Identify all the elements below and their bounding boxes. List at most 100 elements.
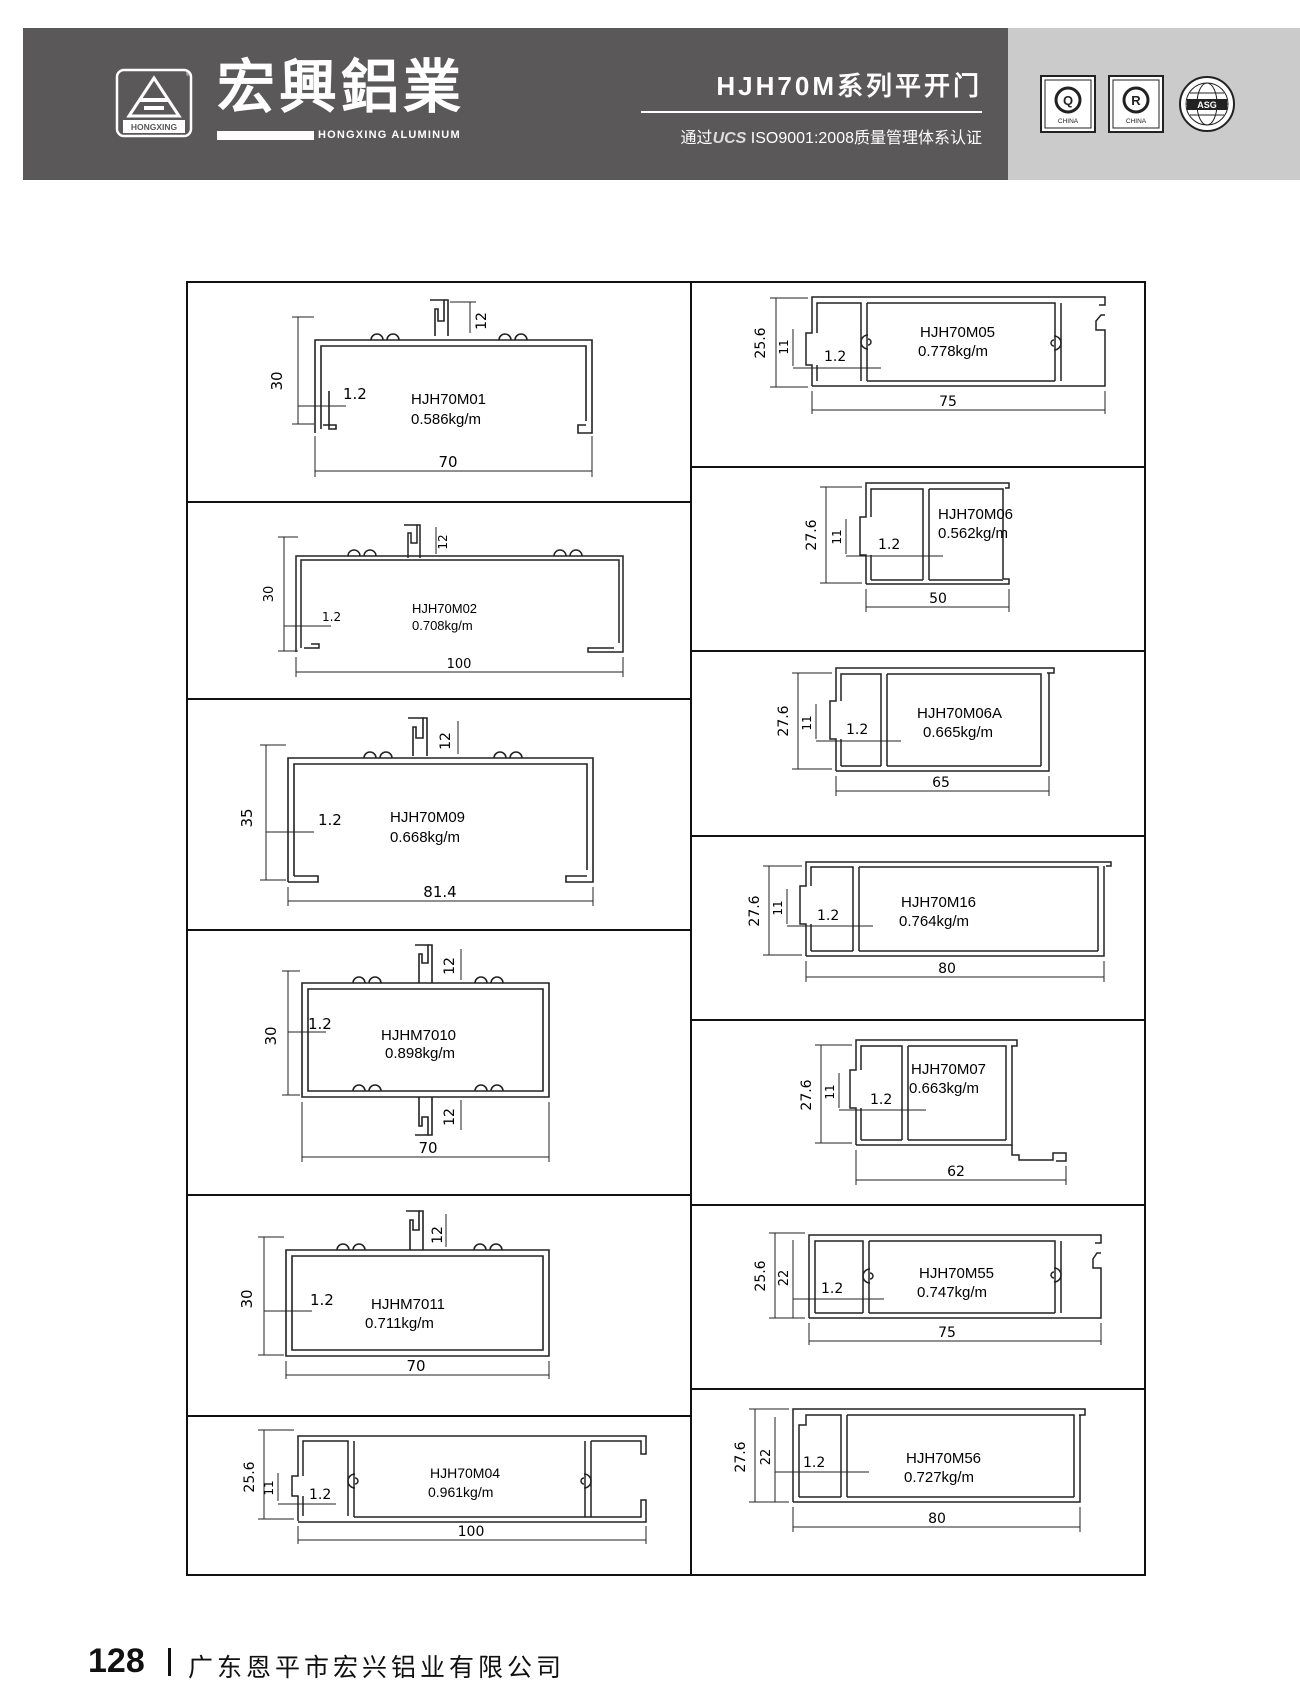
brand-underline xyxy=(217,131,314,140)
svg-text:11: 11 xyxy=(823,1084,837,1099)
svg-text:CHINA: CHINA xyxy=(1126,118,1147,125)
profile-width: 75 xyxy=(939,394,957,410)
svg-text:1.2: 1.2 xyxy=(824,349,846,365)
profile-code: HJH70M02 xyxy=(412,601,477,616)
profile-drawing-hjh70m55: 25.6 22 1.2 HJH70M55 0.747kg/m 75 xyxy=(753,1232,1102,1345)
svg-text:11: 11 xyxy=(262,1480,276,1495)
hongxing-emblem-icon: HONGXING ® xyxy=(115,68,193,138)
svg-text:25.6: 25.6 xyxy=(242,1461,258,1492)
svg-text:®: ® xyxy=(186,71,191,78)
footer-divider xyxy=(168,1648,171,1676)
svg-text:1.2: 1.2 xyxy=(803,1455,825,1471)
profile-catalog: 30 12 1.2 HJH70M01 0.586kg/m 70 xyxy=(186,281,1146,1576)
asg-globe-badge-icon: ASG xyxy=(1179,76,1235,132)
profile-cell-hjh70m55: 25.6 22 1.2 HJH70M55 0.747kg/m 75 xyxy=(691,1205,1145,1389)
header-band xyxy=(23,28,1008,180)
profile-cell-hjh70m01: 30 12 1.2 HJH70M01 0.586kg/m 70 xyxy=(186,281,691,502)
profile-drawing-hjh70m56: 27.6 22 1.2 HJH70M56 0.727kg/m 80 xyxy=(733,1408,1086,1532)
profile-width: 75 xyxy=(938,1325,956,1341)
svg-text:1.2: 1.2 xyxy=(870,1092,892,1108)
svg-text:27.6: 27.6 xyxy=(804,519,820,550)
profile-weight: 0.747kg/m xyxy=(917,1284,987,1301)
brand-name: 宏興鋁業 xyxy=(217,53,466,121)
profile-width: 81.4 xyxy=(423,883,456,901)
svg-text:1.2: 1.2 xyxy=(878,537,900,553)
profile-weight: 0.665kg/m xyxy=(923,724,993,741)
svg-text:CHINA: CHINA xyxy=(1058,118,1079,125)
profile-code: HJH70M06A xyxy=(917,705,1002,722)
profile-width: 70 xyxy=(418,1139,437,1157)
svg-text:25.6: 25.6 xyxy=(753,327,769,358)
profile-weight: 0.711kg/m xyxy=(365,1315,434,1332)
profile-drawing-hjh70m09: 35 12 1.2 HJH70M09 0.668kg/m 81.4 xyxy=(238,717,594,906)
profile-code: HJH70M07 xyxy=(911,1061,986,1078)
profile-width: 100 xyxy=(447,657,472,672)
profile-drawing-hjh70m06a: 27.6 11 1.2 HJH70M06A 0.665kg/m 65 xyxy=(776,667,1055,796)
svg-text:11: 11 xyxy=(800,715,814,730)
profile-code: HJHM7011 xyxy=(371,1296,445,1313)
svg-text:35: 35 xyxy=(238,808,256,827)
svg-text:27.6: 27.6 xyxy=(799,1079,815,1110)
q-china-badge-icon: Q CHINA xyxy=(1040,75,1096,133)
profile-weight: 0.562kg/m xyxy=(938,525,1008,542)
profile-weight: 0.764kg/m xyxy=(899,913,969,930)
profile-cell-hjh70m09: 35 12 1.2 HJH70M09 0.668kg/m 81.4 xyxy=(186,699,691,930)
profile-drawing-hjh70m16: 27.6 11 1.2 HJH70M16 0.764kg/m 80 xyxy=(747,861,1112,982)
svg-text:1.2: 1.2 xyxy=(821,1281,843,1297)
profile-cell-hjh70m07: 27.6 11 1.2 HJH70M07 0.663kg/m 62 xyxy=(691,1020,1145,1205)
emblem-caption: HONGXING xyxy=(131,122,178,132)
profile-code: HJH70M06 xyxy=(938,506,1013,523)
svg-text:1.2: 1.2 xyxy=(318,811,342,829)
profile-width: 80 xyxy=(928,1511,946,1527)
svg-text:Q: Q xyxy=(1063,93,1073,108)
profile-cell-hjh70m04: 25.6 11 1.2 HJH70M04 0.961kg/m 100 xyxy=(186,1416,691,1575)
profile-weight: 0.586kg/m xyxy=(411,411,481,428)
svg-text:27.6: 27.6 xyxy=(733,1441,749,1472)
svg-text:27.6: 27.6 xyxy=(776,705,792,736)
profile-code: HJH70M55 xyxy=(919,1265,994,1282)
certification-statement: 通过UCS ISO9001:2008质量管理体系认证 xyxy=(680,130,982,147)
profile-code: HJH70M01 xyxy=(411,391,486,408)
svg-text:27.6: 27.6 xyxy=(747,895,763,926)
profile-weight: 0.898kg/m xyxy=(385,1045,455,1062)
profile-width: 100 xyxy=(458,1524,485,1540)
certification-badges: Q CHINA R CHINA ASG xyxy=(1040,75,1235,133)
profile-drawing-hjh70m04: 25.6 11 1.2 HJH70M04 0.961kg/m 100 xyxy=(242,1429,647,1544)
svg-text:11: 11 xyxy=(771,900,785,915)
svg-text:12: 12 xyxy=(436,534,450,549)
profile-cell-hjh70m06a: 27.6 11 1.2 HJH70M06A 0.665kg/m 65 xyxy=(691,651,1145,836)
profile-drawing-hjh70m06: 27.6 11 1.2 HJH70M06 0.562kg/m 50 xyxy=(804,482,1013,612)
svg-text:11: 11 xyxy=(830,529,844,544)
profile-cell-hjh70m02: 30 12 1.2 HJH70M02 0.708kg/m 100 xyxy=(186,502,691,699)
svg-text:12: 12 xyxy=(438,732,454,750)
profile-drawing-hjhm7011: 30 12 1.2 HJHM7011 0.711kg/m 70 xyxy=(238,1210,550,1379)
title-divider xyxy=(641,111,982,113)
svg-text:1.2: 1.2 xyxy=(308,1015,332,1033)
profile-weight: 0.961kg/m xyxy=(428,1484,493,1500)
svg-text:22: 22 xyxy=(759,1449,774,1466)
profile-code: HJH70M56 xyxy=(906,1450,981,1467)
svg-text:30: 30 xyxy=(262,586,277,603)
svg-text:1.2: 1.2 xyxy=(309,1487,331,1503)
profile-weight: 0.663kg/m xyxy=(909,1080,979,1097)
profile-cell-hjh70m16: 27.6 11 1.2 HJH70M16 0.764kg/m 80 xyxy=(691,836,1145,1020)
series-title: HJH70M系列平开门 xyxy=(716,71,982,101)
svg-text:1.2: 1.2 xyxy=(846,722,868,738)
profile-cell-hjhm7010: 30 12 12 1.2 HJHM7010 0.898kg/m 70 xyxy=(186,930,691,1195)
svg-text:1.2: 1.2 xyxy=(343,385,367,403)
svg-text:1.2: 1.2 xyxy=(322,610,341,624)
profile-cell-hjhm7011: 30 12 1.2 HJHM7011 0.711kg/m 70 xyxy=(186,1195,691,1416)
profile-drawing-hjh70m02: 30 12 1.2 HJH70M02 0.708kg/m 100 xyxy=(262,524,624,677)
catalog-grid-lines xyxy=(186,281,1146,1576)
svg-text:12: 12 xyxy=(442,957,458,975)
profile-width: 50 xyxy=(929,591,947,607)
profile-code: HJH70M16 xyxy=(901,894,976,911)
svg-text:12: 12 xyxy=(474,312,490,330)
svg-text:R: R xyxy=(1131,93,1141,108)
profile-weight: 0.668kg/m xyxy=(390,829,460,846)
profile-weight: 0.708kg/m xyxy=(412,618,473,633)
profile-width: 65 xyxy=(932,775,950,791)
profile-width: 80 xyxy=(938,961,956,977)
svg-text:1.2: 1.2 xyxy=(817,908,839,924)
svg-text:12: 12 xyxy=(430,1226,446,1244)
